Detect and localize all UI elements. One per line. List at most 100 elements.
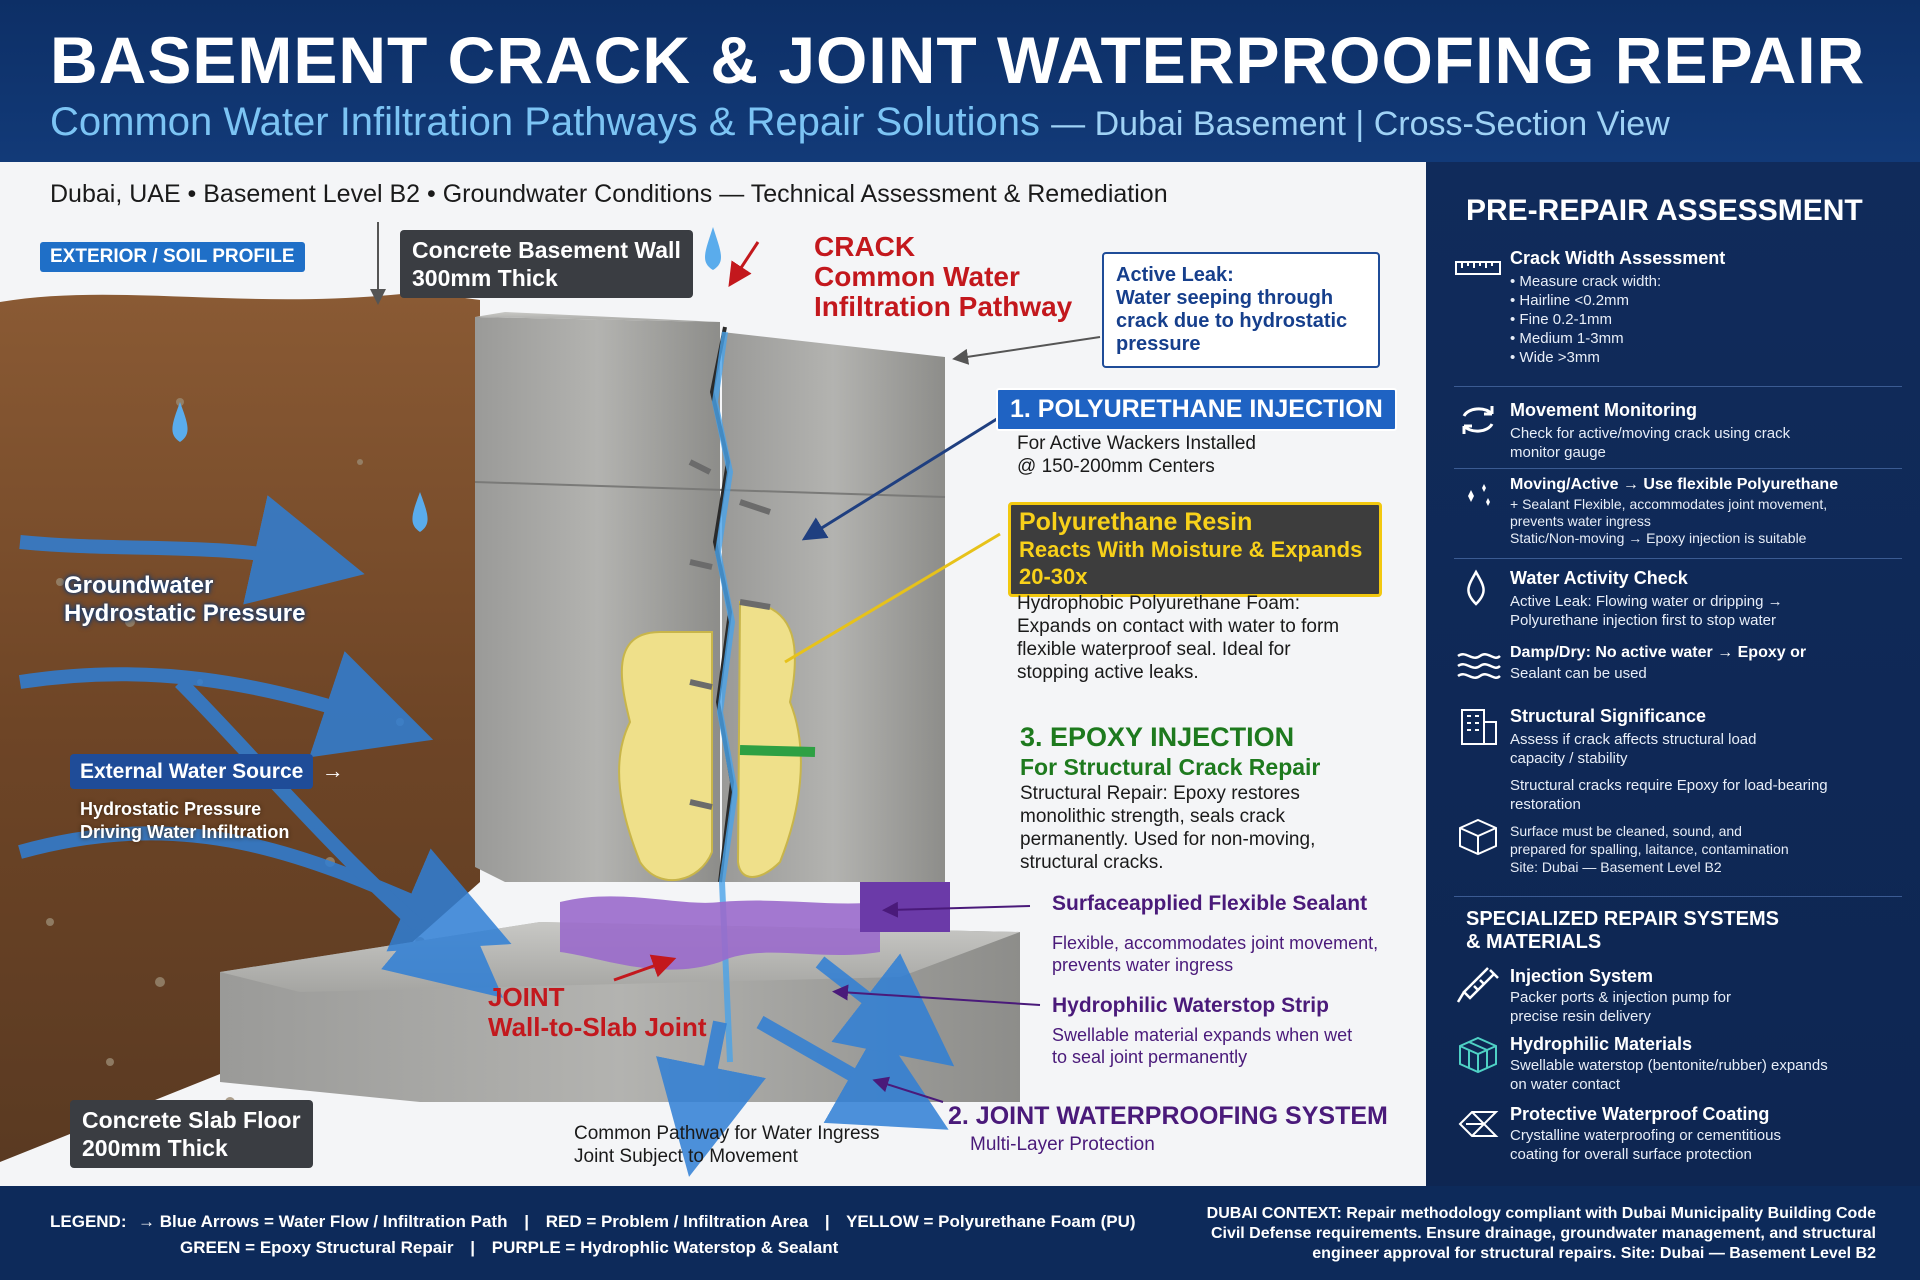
assessment-item-structural: Structural Significance Assess if crack … [1454,706,1906,813]
pu-injection-banner: 1. POLYURETHANE INJECTION [996,388,1397,431]
resin-body-line3: flexible waterproof seal. Ideal for [1017,639,1291,660]
moving-body: + Sealant Flexible, accommodates joint m… [1510,496,1827,547]
sealant-body: Flexible, accommodates joint movement, p… [1052,932,1378,976]
context-line1: DUBAI CONTEXT: Repair methodology compli… [1206,1205,1876,1222]
crack-width-line: • Wide >3mm [1510,349,1600,366]
exterior-tag: EXTERIOR / SOIL PROFILE [40,242,305,272]
waves-icon [1457,653,1501,679]
epoxy-body-line1: Structural Repair: Epoxy restores [1020,783,1300,804]
ruler-icon [1455,261,1501,275]
surface-prep-line: prepared for spalling, laitance, contami… [1510,841,1789,857]
groundwater-label: Groundwater Hydrostatic Pressure [64,572,305,628]
moving-line: Static/Non-moving → Epoxy injection is s… [1510,530,1807,546]
epoxy-subtitle: For Structural Crack Repair [1020,754,1321,780]
arrows-cycle-icon [1462,406,1494,434]
slab-label-line1: Concrete Slab Floor [82,1107,301,1133]
external-body-line1: Hydrostatic Pressure [80,799,262,819]
coating-line: coating for overall surface protection [1510,1146,1752,1163]
footer-legend: LEGEND: → Blue Arrows = Water Flow / Inf… [0,1186,1920,1280]
hydrophilic-body: Swellable waterstop (bentonite/rubber) e… [1510,1056,1828,1094]
legend-row-2: GREEN = Epoxy Structural Repair | PURPLE… [180,1238,838,1258]
page-title: BASEMENT CRACK & JOINT WATERPROOFING REP… [50,23,1866,97]
resin-body-line4: stopping active leaks. [1017,662,1199,683]
cube-icon [1459,818,1497,856]
movement-title: Movement Monitoring [1510,400,1697,420]
active-leak-line4: pressure [1116,333,1201,355]
resin-body-line1: Hydrophobic Polyurethane Foam: [1017,593,1301,614]
resin-line3: 20-30x [1019,564,1088,589]
wall-label-line1: Concrete Basement Wall [412,237,681,263]
header-banner: BASEMENT CRACK & JOINT WATERPROOFING REP… [0,0,1920,162]
site-meta-line: Dubai, UAE • Basement Level B2 • Groundw… [50,180,1168,208]
assessment-item-crack-width: Crack Width Assessment • Measure crack w… [1454,248,1906,368]
water-activity-line: Polyurethane injection first to stop wat… [1510,612,1776,629]
pu-injection-body: For Active Wackers Installed @ 150-200mm… [1017,432,1256,478]
crack-width-line: • Measure crack width: [1510,273,1662,290]
injection-system-body: Packer ports & injection pump for precis… [1510,988,1731,1026]
epoxy-body-line4: structural cracks. [1020,852,1164,873]
legend-label: LEGEND: [50,1212,127,1231]
active-leak-line2: Water seeping through [1116,287,1334,309]
hydrophilic-title: Hydrophilic Materials [1510,1034,1693,1054]
legend-row-1: → Blue Arrows = Water Flow / Infiltratio… [138,1212,1136,1232]
epoxy-packer [739,745,816,757]
surface-prep-body: Surface must be cleaned, sound, and prep… [1510,822,1789,876]
assessment-item-moving-static: Moving/Active → Use flexible Polyurethan… [1454,476,1906,550]
damp-dry-title: Damp/Dry: No active water → Epoxy or [1510,644,1807,661]
legend-blue: → Blue Arrows = Water Flow / Infiltratio… [138,1212,508,1231]
wall-label-line2: 300mm Thick [412,265,558,291]
waterstop-strip [860,882,950,932]
pu-resin-box: Polyurethane Resin Reacts With Moisture … [1008,502,1382,597]
external-body-line2: Driving Water Infiltration [80,822,290,842]
crack-width-body: • Measure crack width: • Hairline <0.2mm… [1510,272,1661,367]
sealant-body-line1: Flexible, accommodates joint movement, [1052,933,1379,953]
wall-label: Concrete Basement Wall 300mm Thick [400,230,693,298]
joint-system-title: 2. JOINT WATERPROOFING SYSTEM [948,1102,1388,1130]
resin-body-line2: Expands on contact with water to form [1017,616,1340,637]
legend-green: GREEN = Epoxy Structural Repair [180,1238,454,1257]
assessment-item-damp-dry: Damp/Dry: No active water → Epoxy or Sea… [1454,644,1906,688]
crack-title-line1: CRACK [814,231,916,262]
pathway-note: Common Pathway for Water Ingress Joint S… [574,1122,880,1168]
epoxy-body-line2: monolithic strength, seals crack [1020,806,1286,827]
slab-label-line2: 200mm Thick [82,1135,228,1161]
syringe-icon [1456,967,1499,1003]
pu-foam-right [736,600,802,878]
subtitle-tail: — Dubai Basement | Cross-Section View [1051,105,1670,143]
structural-line: Assess if crack affects structural load [1510,731,1757,748]
waterstop-body-line2: to seal joint permanently [1052,1047,1248,1067]
resin-body: Hydrophobic Polyurethane Foam: Expands o… [1017,592,1339,684]
moving-line: prevents water ingress [1510,513,1651,529]
sealant-title: Surfaceapplied Flexible Sealant [1052,892,1368,915]
legend-sep: | [470,1238,475,1257]
system-item-coating: Protective Waterproof Coating Crystallin… [1454,1104,1906,1164]
crack-title: CRACK Common Water Infiltration Pathway [814,232,1072,322]
slab-label: Concrete Slab Floor 200mm Thick [70,1100,313,1168]
pu-body-line2: @ 150-200mm Centers [1017,456,1215,477]
pathway-line2: Joint Subject to Movement [574,1146,798,1167]
cube-grid-icon [1459,1036,1497,1074]
sealant-layer [560,896,880,970]
joint-title: JOINT Wall-to-Slab Joint [488,982,707,1042]
resin-line1: Polyurethane Resin [1019,508,1253,536]
assessment-item-surface-prep: Surface must be cleaned, sound, and prep… [1454,816,1906,876]
external-water-tag: External Water Source [70,754,314,789]
divider [1454,386,1902,387]
water-activity-body: Active Leak: Flowing water or dripping →… [1510,592,1783,630]
structural-body: Assess if crack affects structural load … [1510,730,1828,814]
crack-width-title: Crack Width Assessment [1510,248,1726,268]
divider [1454,468,1902,469]
subtitle-main: Common Water Infiltration Pathways & Rep… [50,100,1041,144]
legend-purple: PURPLE = Hydrophlic Waterstop & Sealant [491,1238,839,1257]
coating-icon [1458,1111,1499,1137]
damp-dry-line: Sealant can be used [1510,665,1647,682]
water-drop-icon [1467,569,1485,606]
active-leak-callout: Active Leak: Water seeping through crack… [1102,252,1380,368]
movement-body: Check for active/moving crack using crac… [1510,424,1790,462]
cross-section-illustration [0,222,1101,1177]
epoxy-body-line3: permanently. Used for non-moving, [1020,829,1316,850]
active-leak-line1: Active Leak: [1116,264,1234,286]
external-water-body: Hydrostatic Pressure Driving Water Infil… [80,798,289,844]
water-drops [172,227,721,532]
resin-line2: Reacts With Moisture & Expands [1019,537,1363,562]
